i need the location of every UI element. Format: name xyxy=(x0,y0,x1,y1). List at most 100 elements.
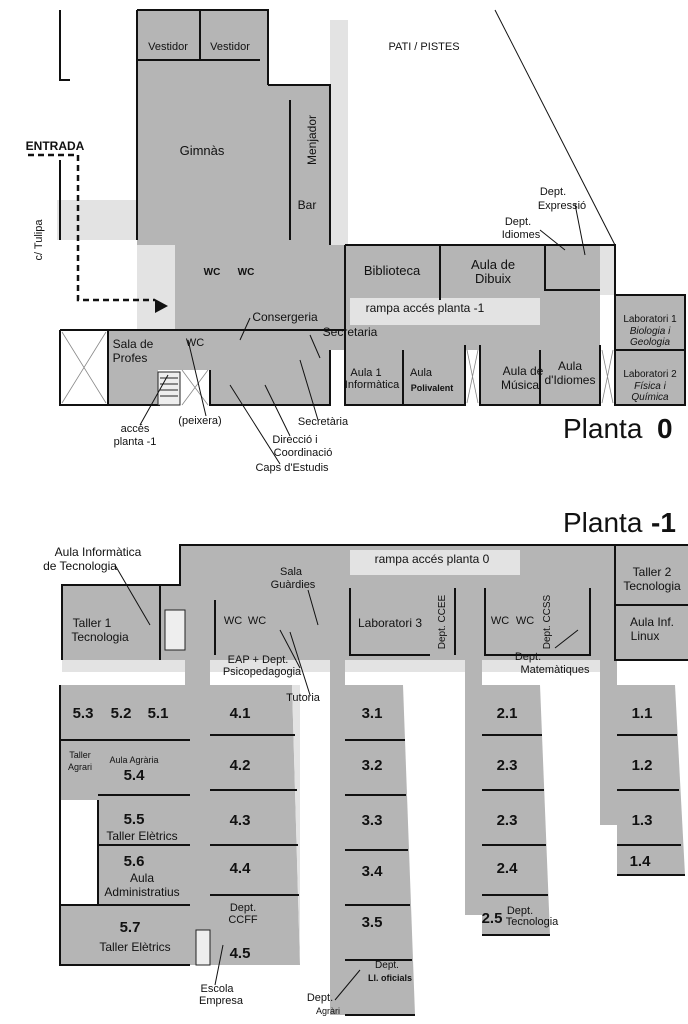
room-number: 4.5 xyxy=(230,945,251,962)
room-number: 5.4 xyxy=(124,767,146,784)
room-number: 3.4 xyxy=(362,863,384,880)
room-label: Tecnologia xyxy=(506,916,559,928)
entrance-label: ENTRADA xyxy=(26,139,85,153)
floor-title: Planta xyxy=(563,507,643,538)
room-label: Laboratori 2 xyxy=(623,369,677,380)
room-label: Expressió xyxy=(538,200,586,212)
callout-label: Caps d'Estudis xyxy=(255,462,329,474)
street-label: c/ Tulipa xyxy=(33,219,45,261)
room-label: Dept. xyxy=(505,216,531,228)
callout-label: Direcció i xyxy=(272,434,317,446)
room-number: 2.3 xyxy=(497,812,518,829)
room-label: Agrari xyxy=(68,762,92,772)
callout-label: Psicopedagogia xyxy=(223,666,302,678)
room-number: 4.2 xyxy=(230,757,251,774)
callout-label: Secretària xyxy=(298,416,349,428)
room-number: 4.3 xyxy=(230,812,251,829)
room-label: WC xyxy=(238,267,255,278)
room-number: 2.3 xyxy=(497,757,518,774)
floor-title: Planta xyxy=(563,413,643,444)
room-number: 3.2 xyxy=(362,757,383,774)
planta-0-labels: Vestidor Vestidor Gimnàs Menjador Bar WC… xyxy=(113,41,677,474)
room-number: 1.4 xyxy=(630,853,652,870)
room-label: Taller xyxy=(69,750,91,760)
callout-label: accés xyxy=(121,423,150,435)
room-label: Menjador xyxy=(305,115,319,165)
room-number: 1.2 xyxy=(632,757,653,774)
room-label: Laboratori 1 xyxy=(623,314,677,325)
room-number: 5.2 xyxy=(111,705,132,722)
room-label: Aula Inf. xyxy=(630,615,674,629)
planta-minus1-labels: Aula Informàtica de Tecnologia rampa acc… xyxy=(43,545,681,1016)
room-label: Sala de xyxy=(113,337,154,351)
room-label: Aula xyxy=(130,871,154,885)
callout-label: (peixera) xyxy=(178,415,221,427)
room-number: 3.5 xyxy=(362,914,383,931)
callout-label: Coordinació xyxy=(274,447,333,459)
callout-label: Escola xyxy=(200,983,234,995)
room-label: Geologia xyxy=(630,337,670,348)
room-label: Taller 2 xyxy=(633,565,672,579)
room-label: WC xyxy=(204,267,221,278)
room-number: 1.3 xyxy=(632,812,653,829)
room-label: Ll. oficials xyxy=(368,973,412,983)
planta-0-plan: Vestidor Vestidor Gimnàs Menjador Bar WC… xyxy=(26,9,686,474)
room-label: CCFF xyxy=(228,914,258,926)
room-label: Tecnologia xyxy=(71,630,129,644)
callout-label: EAP + Dept. xyxy=(228,654,289,666)
room-label: Bar xyxy=(298,198,317,212)
room-label: Aula de xyxy=(503,364,544,378)
room-number: 1.1 xyxy=(632,705,653,722)
room-label: Aula 1 xyxy=(350,367,381,379)
room-label: Sala xyxy=(280,566,303,578)
room-label: Aula xyxy=(410,367,433,379)
room-label: Taller Elètrics xyxy=(99,940,170,954)
room-label: Informàtica xyxy=(345,379,400,391)
room-number: 3.1 xyxy=(362,705,383,722)
planta-minus1-plan: Planta -1 Aula Informàtica de Tecnologia… xyxy=(43,507,688,1016)
callout-label: Matemàtiques xyxy=(520,664,590,676)
room-label: Aula de xyxy=(471,257,515,272)
room-label: Guàrdies xyxy=(271,579,316,591)
room-number: 5.3 xyxy=(73,705,94,722)
room-number: 5.1 xyxy=(148,705,169,722)
floor-number: -1 xyxy=(651,507,676,538)
callout-label: Agràri xyxy=(316,1006,340,1016)
room-number: 4.4 xyxy=(230,860,252,877)
room-label: WC xyxy=(224,615,242,627)
room-number: 3.3 xyxy=(362,812,383,829)
room-label: Música xyxy=(501,378,539,392)
room-label: Secretaria xyxy=(323,325,378,339)
room-number: 2.5 xyxy=(482,910,503,927)
room-label: Tecnologia xyxy=(623,579,681,593)
ramp-label: rampa accés planta -1 xyxy=(366,301,485,315)
room-number: 5.7 xyxy=(120,919,141,936)
room-label: Linux xyxy=(631,629,660,643)
room-label: d'Idiomes xyxy=(545,373,596,387)
room-label: Dept. xyxy=(230,902,256,914)
room-label: Consergeria xyxy=(252,310,318,324)
room-label: WC xyxy=(491,615,509,627)
room-label: WC xyxy=(516,615,534,627)
room-label: Profes xyxy=(113,351,148,365)
room-label: Laboratori 3 xyxy=(358,616,422,630)
room-label: Aula Agrària xyxy=(109,755,158,765)
room-label: Química xyxy=(631,392,669,403)
room-number: 2.1 xyxy=(497,705,518,722)
room-label: Vestidor xyxy=(210,41,250,53)
room-label: Vestidor xyxy=(148,41,188,53)
room-label: Dept. CCEE xyxy=(437,594,448,649)
room-label: Dept. xyxy=(507,905,533,917)
callout-label: de Tecnologia xyxy=(43,559,117,573)
room-number: 4.1 xyxy=(230,705,251,722)
room-number: 5.6 xyxy=(124,853,145,870)
callout-label: Tutoria xyxy=(286,692,321,704)
floor-number: 0 xyxy=(657,413,673,444)
room-label: Física i xyxy=(634,381,666,392)
room-label: Taller 1 xyxy=(73,616,112,630)
room-number: 2.4 xyxy=(497,860,519,877)
room-label: Biologia i xyxy=(630,326,671,337)
room-label: WC xyxy=(248,615,266,627)
callout-label: Aula Informàtica xyxy=(55,545,142,559)
ramp-label: rampa accés planta 0 xyxy=(375,552,490,566)
